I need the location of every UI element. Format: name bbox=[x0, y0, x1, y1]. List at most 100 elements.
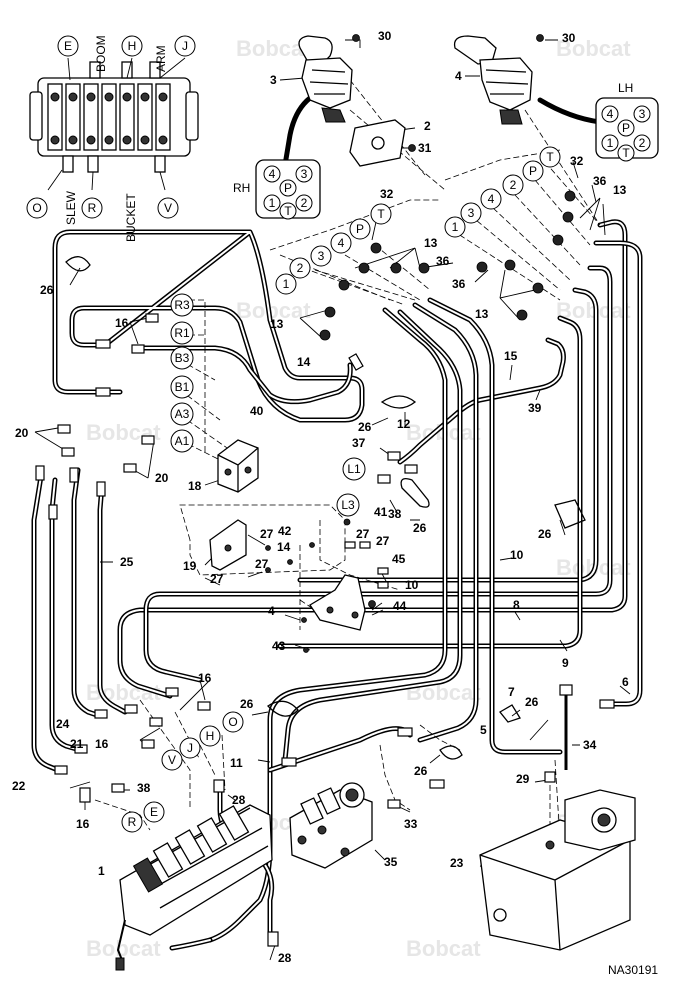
marker-r3-label: R3 bbox=[174, 298, 190, 312]
rh-port-p bbox=[349, 218, 371, 240]
valve-port-plug bbox=[140, 92, 150, 102]
callout-39: 39 bbox=[528, 401, 542, 415]
fitting-20 bbox=[61, 447, 75, 457]
bolt-14 bbox=[287, 559, 293, 565]
lh-port-3 bbox=[460, 202, 482, 224]
marker-j-low-label: J bbox=[187, 741, 193, 755]
callout-13-low: 13 bbox=[270, 317, 284, 331]
hose-end bbox=[281, 757, 297, 767]
fitting-20 bbox=[57, 424, 71, 434]
callout-27-d: 27 bbox=[255, 557, 269, 571]
bolt-31 bbox=[408, 144, 416, 152]
rh-pin-1: 1 bbox=[269, 196, 276, 210]
valve-leaders bbox=[47, 57, 186, 191]
marker-a3-label: A3 bbox=[175, 407, 190, 421]
hydraulic-tank bbox=[479, 789, 636, 951]
valve-fitting bbox=[89, 61, 101, 79]
rh-boot-ridges bbox=[309, 69, 349, 95]
leaders-lower-mid bbox=[227, 709, 549, 861]
block-edges bbox=[217, 447, 259, 492]
marker-e-top-label: E bbox=[64, 39, 72, 53]
callout-6: 6 bbox=[622, 675, 629, 689]
label-lh: LH bbox=[618, 81, 633, 95]
rh-joystick-cable bbox=[282, 95, 313, 168]
callout-32-rh: 32 bbox=[380, 187, 394, 201]
fitting-nut bbox=[504, 259, 516, 271]
lh-pin bbox=[633, 105, 651, 123]
hose-8-inner bbox=[299, 289, 597, 581]
fitting-33 bbox=[387, 799, 401, 809]
bolt-30-lh bbox=[536, 34, 544, 42]
lh-port-2-label: 2 bbox=[510, 178, 517, 192]
fitting-nut bbox=[562, 211, 574, 223]
block-port bbox=[224, 468, 232, 476]
callout-34: 34 bbox=[583, 738, 597, 752]
leaders-top-lh bbox=[465, 39, 597, 203]
hose-end bbox=[429, 779, 445, 789]
hose-end bbox=[348, 353, 364, 371]
callout-19: 19 bbox=[183, 559, 197, 573]
lh-pin-p: P bbox=[622, 121, 630, 135]
callout-36-mid: 36 bbox=[452, 277, 466, 291]
hose-9-inner bbox=[145, 267, 611, 681]
callout-13-lh: 13 bbox=[613, 183, 627, 197]
fitting-16 bbox=[165, 687, 179, 697]
lh-pin-1: 1 bbox=[607, 136, 614, 150]
rh-port-diagram bbox=[255, 159, 321, 220]
bolt-10 bbox=[377, 581, 389, 589]
fitting-16 bbox=[79, 787, 91, 803]
callout-26-right: 26 bbox=[413, 521, 427, 535]
rh-pin bbox=[263, 165, 281, 183]
valve-port-plug bbox=[158, 135, 168, 145]
valve-spool bbox=[174, 829, 206, 865]
lh-boot-ridges bbox=[485, 69, 529, 95]
marker-b1 bbox=[170, 375, 194, 399]
marker-j-top-label: J bbox=[182, 39, 188, 53]
callout-9: 9 bbox=[562, 656, 569, 670]
bracket-hole bbox=[326, 606, 334, 614]
bolt-45 bbox=[377, 567, 389, 575]
marker-r1-label: R1 bbox=[174, 326, 190, 340]
hose-25-inner bbox=[99, 484, 126, 713]
callout-40: 40 bbox=[250, 404, 264, 418]
pilot-valve-port bbox=[340, 847, 350, 857]
fitting-nut bbox=[418, 262, 430, 274]
hose-6-inner bbox=[595, 242, 641, 705]
hose-end bbox=[74, 744, 88, 754]
callout-14-top: 14 bbox=[297, 355, 311, 369]
hose-9 bbox=[143, 265, 613, 683]
rh-base bbox=[321, 107, 346, 123]
pilot-valve-port bbox=[317, 825, 327, 835]
bolt-43 bbox=[303, 647, 309, 653]
marker-l1 bbox=[342, 457, 366, 481]
marker-r3 bbox=[170, 293, 194, 317]
marker-o-top-label: O bbox=[32, 201, 41, 215]
marker-v-low bbox=[161, 749, 183, 771]
callout-41: 41 bbox=[374, 505, 388, 519]
bolt-27 bbox=[265, 567, 271, 573]
rh-pin-2: 2 bbox=[301, 196, 308, 210]
lh-pin bbox=[601, 105, 619, 123]
rh-pin-t: T bbox=[284, 204, 292, 218]
marker-l1-label: L1 bbox=[347, 462, 361, 476]
callout-27-c: 27 bbox=[376, 534, 390, 548]
lh-port-4 bbox=[480, 188, 502, 210]
label-arm: ARM bbox=[154, 45, 168, 72]
callout-16-top: 16 bbox=[115, 316, 129, 330]
valve-fitting bbox=[62, 155, 74, 173]
callout-26-left: 26 bbox=[40, 283, 54, 297]
hose-24-inner bbox=[73, 469, 101, 717]
valve-fitting bbox=[154, 155, 166, 173]
marker-j-low bbox=[179, 737, 201, 759]
valve-port-plug bbox=[86, 92, 96, 102]
watermark: Bobcat bbox=[556, 36, 631, 61]
valve-section bbox=[65, 83, 81, 151]
callout-44: 44 bbox=[393, 599, 407, 613]
valve-port-plug bbox=[158, 92, 168, 102]
marker-v-low-label: V bbox=[168, 753, 176, 767]
fitting-16 bbox=[141, 739, 155, 749]
rh-port-t bbox=[370, 203, 392, 225]
valve-sections bbox=[47, 83, 171, 151]
marker-j-top bbox=[174, 35, 196, 57]
callout-16-lower-right: 16 bbox=[198, 671, 212, 685]
